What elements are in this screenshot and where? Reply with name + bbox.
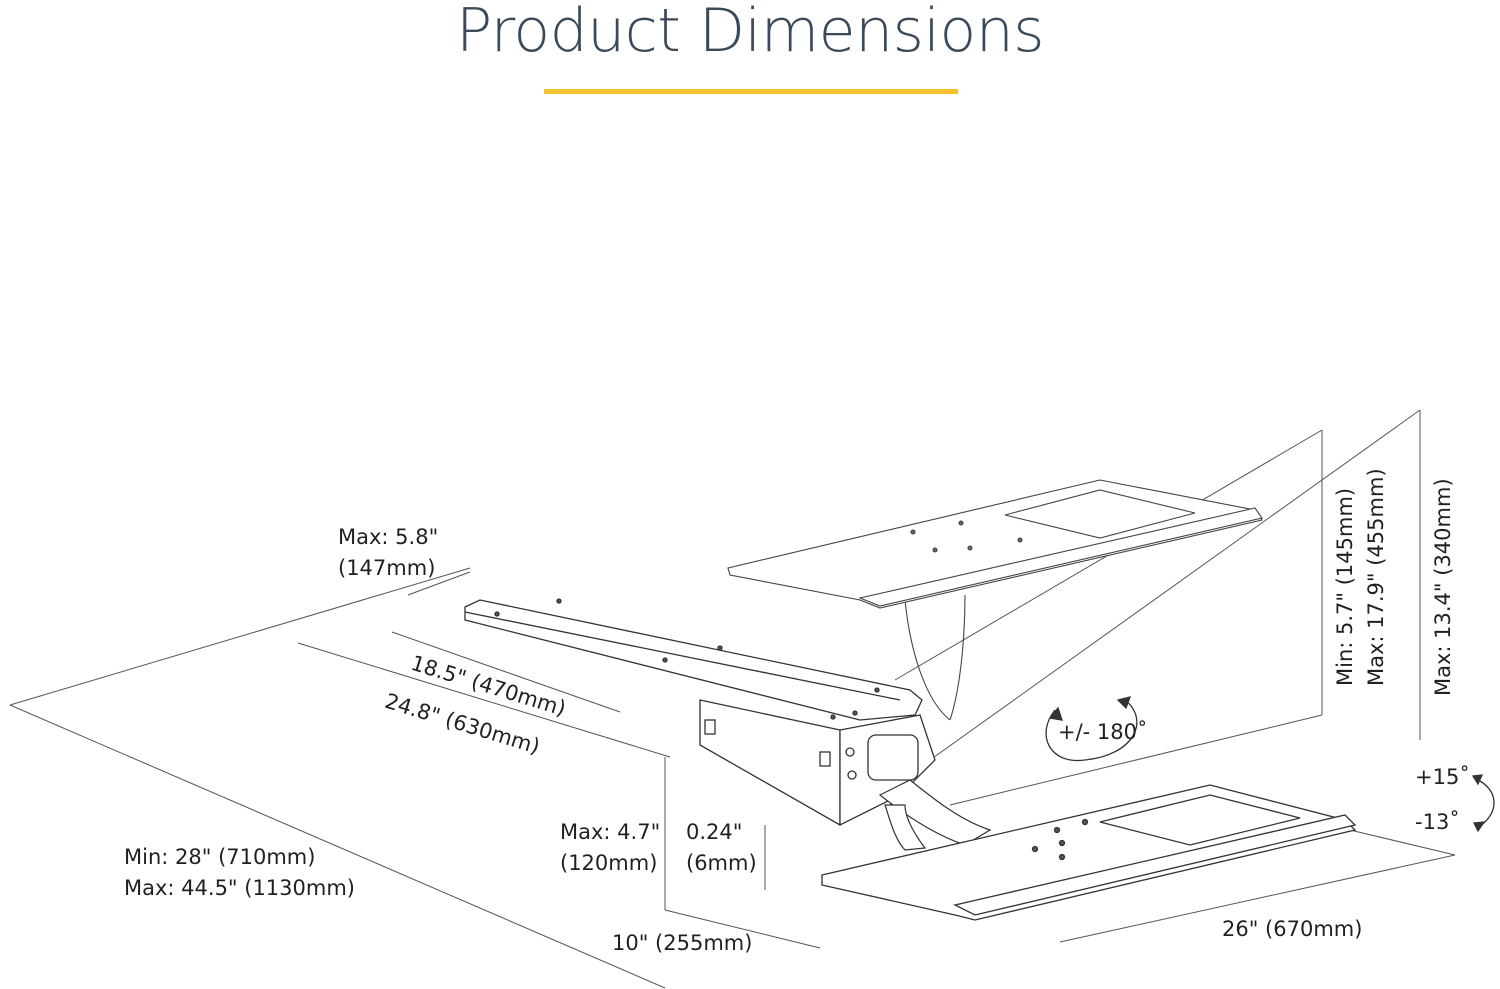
dimension-line-platform-width <box>1059 854 1456 943</box>
lower-platform <box>821 784 1357 921</box>
label-thickness: 0.24" (6mm) <box>686 820 757 875</box>
extension-line <box>1349 829 1456 856</box>
label-clamp-height: Max: 5.8" (147mm) <box>338 525 439 580</box>
raised-platform <box>727 479 1263 721</box>
label-tilt-down: -13˚ <box>1415 810 1460 834</box>
label-tilt-up: +15˚ <box>1415 765 1470 789</box>
extension-line <box>407 571 471 596</box>
label-platform-width: 26" (670mm) <box>1222 917 1363 941</box>
title-underline <box>544 89 958 94</box>
extension-line <box>949 714 1323 806</box>
page-title: Product Dimensions <box>455 0 1045 66</box>
dimension-line-rail-long <box>297 642 671 758</box>
swivel-arrow <box>1045 696 1138 762</box>
dimension-line-rail-short <box>391 631 621 713</box>
tilt-arrow <box>1471 774 1495 833</box>
dimension-line-depth <box>9 704 666 989</box>
extension-line <box>929 409 1421 761</box>
label-platform-depth: 10" (255mm) <box>612 931 753 955</box>
label-height-adjust: Min: 5.7" (145mm) Max: 17.9" (455mm) <box>1333 468 1388 686</box>
extension-line <box>9 567 471 706</box>
label-depth: Min: 28" (710mm) Max: 44.5" (1130mm) <box>124 845 355 900</box>
label-drop: Max: 4.7" (120mm) <box>560 820 661 875</box>
dimension-line-platform-depth <box>664 909 821 949</box>
label-swivel: +/- 180˚ <box>1058 720 1148 744</box>
label-total-height: Max: 13.4" (340mm) <box>1431 478 1455 696</box>
mounting-rail <box>464 598 923 721</box>
